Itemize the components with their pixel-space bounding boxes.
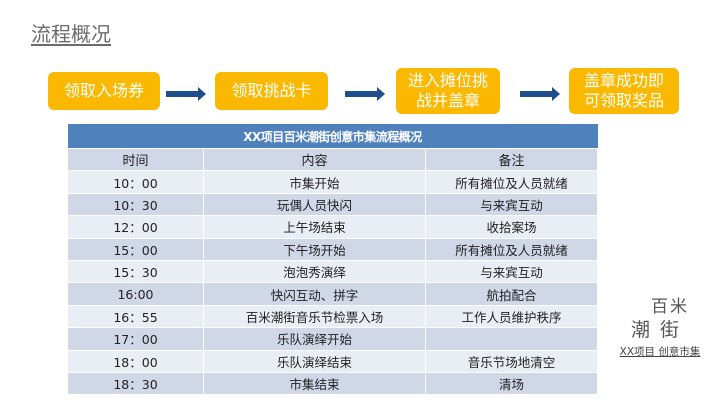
brand-line-3: XX项目 创意市集 xyxy=(619,346,701,358)
flow-step-label-line1: 盖章成功即 xyxy=(583,71,664,90)
table-caption: XX项目百米潮街创意市集流程概况 xyxy=(67,124,598,149)
table-row: 10：00 市集开始 所有摊位及人员就绪 xyxy=(67,170,598,194)
cell-content: 市集结束 xyxy=(203,371,426,396)
flow-step-label-line2: 战并盖章 xyxy=(415,91,480,110)
cell-time: 18：30 xyxy=(67,371,204,396)
cell-content: 上午场结束 xyxy=(203,215,426,239)
cell-time: 16:00 xyxy=(67,282,204,306)
flow-step-get-challenge-card: 领取挑战卡 xyxy=(215,72,328,110)
cell-notes: 所有摊位及人员就绪 xyxy=(425,237,598,261)
cell-notes: 与来宾互动 xyxy=(425,259,598,284)
page-title: 流程概况 xyxy=(31,22,111,46)
column-header-time: 时间 xyxy=(67,147,204,172)
cell-notes xyxy=(425,327,598,351)
cell-time: 15：00 xyxy=(67,237,204,261)
cell-time: 17：00 xyxy=(67,327,204,351)
cell-content: 快闪互动、拼字 xyxy=(203,282,426,306)
cell-time: 18：00 xyxy=(67,349,204,373)
cell-time: 12：00 xyxy=(67,215,204,239)
cell-notes: 航拍配合 xyxy=(425,282,598,306)
cell-notes: 音乐节场地清空 xyxy=(425,349,598,373)
cell-notes: 与来宾互动 xyxy=(425,192,598,217)
brand-line-1: 百米 xyxy=(651,297,689,317)
flow-step-claim-prize: 盖章成功即 可领取奖品 xyxy=(569,68,679,114)
column-header-notes: 备注 xyxy=(425,147,598,172)
brand-logo: 百米 潮街 XX项目 创意市集 xyxy=(608,296,712,359)
cell-notes: 工作人员维护秩序 xyxy=(425,304,598,329)
cell-notes: 清场 xyxy=(425,371,598,396)
flow-step-label-line1: 进入摊位挑 xyxy=(407,71,488,90)
brand-line-2: 潮街 xyxy=(630,319,689,341)
cell-content: 玩偶人员快闪 xyxy=(203,192,426,217)
cell-content: 乐队演绎开始 xyxy=(203,327,426,351)
flow-step-get-ticket: 领取入场券 xyxy=(48,72,160,110)
flow-step-label: 领取挑战卡 xyxy=(231,81,312,100)
column-header-content: 内容 xyxy=(203,147,426,172)
cell-content: 市集开始 xyxy=(203,170,426,194)
table-row: 18：30 市集结束 清场 xyxy=(67,371,598,396)
right-arrow-icon xyxy=(520,87,560,101)
cell-content: 泡泡秀演绎 xyxy=(203,259,426,284)
right-arrow-icon xyxy=(345,87,385,101)
cell-content: 百米潮街音乐节检票入场 xyxy=(203,304,426,329)
table-row: 17：00 乐队演绎开始 xyxy=(67,327,598,351)
table-row: 10：30 玩偶人员快闪 与来宾互动 xyxy=(67,192,598,217)
table-row: 15：30 泡泡秀演绎 与来宾互动 xyxy=(67,259,598,284)
table-row: 16:00 快闪互动、拼字 航拍配合 xyxy=(67,282,598,306)
flow-step-challenge-and-stamp: 进入摊位挑 战并盖章 xyxy=(396,68,500,114)
table-row: 18：00 乐队演绎结束 音乐节场地清空 xyxy=(67,349,598,373)
cell-time: 10：30 xyxy=(67,192,204,217)
table-header-row: 时间 内容 备注 xyxy=(67,147,598,172)
cell-notes: 所有摊位及人员就绪 xyxy=(425,170,598,194)
table-row: 15：00 下午场开始 所有摊位及人员就绪 xyxy=(67,237,598,261)
right-arrow-icon xyxy=(166,87,206,101)
flow-step-label-line2: 可领取奖品 xyxy=(583,91,664,110)
cell-time: 16：55 xyxy=(67,304,204,329)
cell-notes: 收拾案场 xyxy=(425,215,598,239)
cell-time: 10：00 xyxy=(67,170,204,194)
table-row: 16：55 百米潮街音乐节检票入场 工作人员维护秩序 xyxy=(67,304,598,329)
flow-step-label: 领取入场券 xyxy=(63,81,144,100)
cell-content: 下午场开始 xyxy=(203,237,426,261)
cell-time: 15：30 xyxy=(67,259,204,284)
schedule-table: XX项目百米潮街创意市集流程概况 时间 内容 备注 10：00 市集开始 所有摊… xyxy=(67,124,598,396)
cell-content: 乐队演绎结束 xyxy=(203,349,426,373)
table-row: 12：00 上午场结束 收拾案场 xyxy=(67,215,598,239)
